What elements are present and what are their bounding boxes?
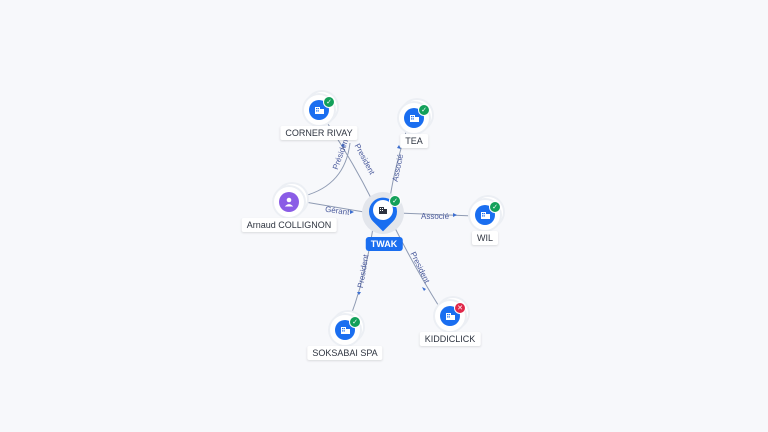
check-icon: ✓ [323, 96, 335, 108]
edge-twak-wil [397, 212, 475, 217]
edge-label-associe-wil: Associé [421, 212, 450, 221]
arrow-gerant [350, 210, 354, 214]
edge-twak-kiddiclick [394, 227, 441, 309]
edge-arnaud-twak [304, 201, 371, 214]
edge-label-president-soksabai: President [356, 253, 371, 289]
edge-label-president-kiddiclick: President [409, 250, 432, 285]
node-label-kiddiclick[interactable]: KIDDICLICK [419, 332, 481, 346]
edge-label-president-corner: President [353, 142, 377, 177]
check-icon: ✓ [418, 104, 430, 116]
arrow-corner-rivay [341, 143, 345, 147]
check-icon: ✓ [349, 316, 361, 328]
arrow-kiddiclick [422, 287, 426, 291]
node-label-corner-rivay[interactable]: CORNER RIVAY [280, 126, 358, 140]
arrow-soksabai [357, 292, 361, 295]
building-icon [373, 200, 393, 220]
check-icon: ✓ [489, 201, 501, 213]
node-label-soksabai-spa[interactable]: SOKSABAI SPA [307, 346, 383, 360]
edge-tea-twak [389, 125, 409, 199]
node-label-twak[interactable]: TWAK [365, 237, 403, 251]
node-label-arnaud-collignon[interactable]: Arnaud COLLIGNON [241, 218, 337, 232]
arrow-wil [453, 213, 457, 217]
check-icon: ✓ [389, 195, 401, 207]
edge-label-gerant: Gérant [325, 205, 351, 217]
edge-label-associe-tea: Associé [391, 153, 406, 183]
node-label-wil[interactable]: WIL [471, 231, 499, 245]
node-label-tea[interactable]: TEA [400, 134, 428, 148]
person-icon [279, 192, 299, 212]
close-icon: ✕ [454, 302, 466, 314]
edge-arnaud-corner-rivay [303, 142, 351, 197]
arrow-tea [397, 145, 401, 149]
